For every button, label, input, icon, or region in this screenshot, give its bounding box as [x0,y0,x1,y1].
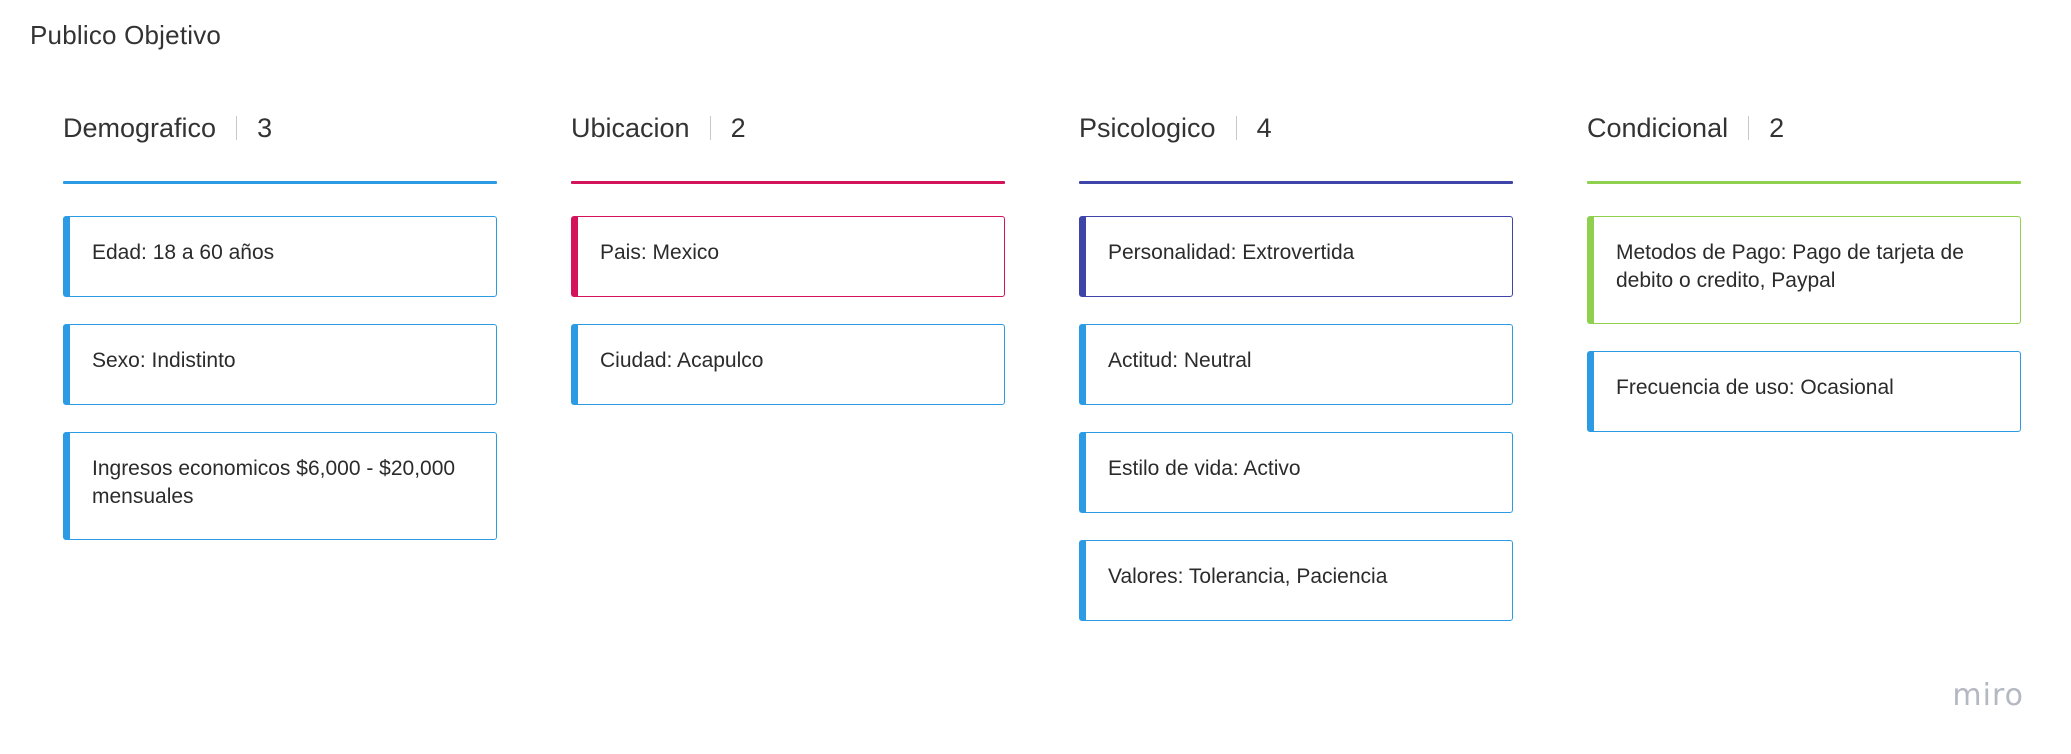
card-text: Estilo de vida: Activo [1108,457,1301,480]
card[interactable]: Actitud: Neutral [1079,324,1513,405]
card[interactable]: Sexo: Indistinto [63,324,497,405]
column-condicional[interactable]: Condicional 2 Metodos de Pago: Pago de t… [1587,110,2021,621]
card-list: Pais: Mexico Ciudad: Acapulco [571,216,1005,405]
card[interactable]: Ingresos economicos $6,000 - $20,000 men… [63,432,497,540]
column-header-divider [709,116,711,140]
card[interactable]: Metodos de Pago: Pago de tarjeta de debi… [1587,216,2021,324]
card-text: Edad: 18 a 60 años [92,241,275,264]
column-title: Demografico [63,112,217,143]
card-list: Personalidad: Extrovertida Actitud: Neut… [1079,216,1513,621]
column-color-bar [1079,181,1513,184]
column-header[interactable]: Condicional 2 [1587,110,2021,146]
column-title: Condicional [1587,112,1729,143]
miro-logo[interactable]: miro [1952,678,2024,713]
column-card-count: 3 [257,112,273,143]
column-card-count: 2 [1769,112,1785,143]
column-ubicacion[interactable]: Ubicacion 2 Pais: Mexico Ciudad: Acapulc… [571,110,1005,621]
column-psicologico[interactable]: Psicologico 4 Personalidad: Extrovertida… [1079,110,1513,621]
column-color-bar [1587,181,2021,184]
card-text: Valores: Tolerancia, Paciencia [1108,565,1388,588]
card-text: Metodos de Pago: Pago de tarjeta de debi… [1616,241,1964,292]
column-card-count: 2 [730,112,746,143]
column-header-divider [1235,116,1237,140]
column-color-bar [571,181,1005,184]
kanban-columns: Demografico 3 Edad: 18 a 60 años Sexo: I… [63,110,2021,621]
card[interactable]: Frecuencia de uso: Ocasional [1587,351,2021,432]
board-title[interactable]: Publico Objetivo [30,20,222,50]
card-text: Actitud: Neutral [1108,349,1252,372]
card-list: Metodos de Pago: Pago de tarjeta de debi… [1587,216,2021,432]
column-title: Psicologico [1079,112,1216,143]
card[interactable]: Pais: Mexico [571,216,1005,297]
card[interactable]: Personalidad: Extrovertida [1079,216,1513,297]
card-text: Ciudad: Acapulco [600,349,764,372]
card[interactable]: Estilo de vida: Activo [1079,432,1513,513]
card[interactable]: Ciudad: Acapulco [571,324,1005,405]
card-text: Pais: Mexico [600,241,720,264]
card[interactable]: Edad: 18 a 60 años [63,216,497,297]
card-text: Ingresos economicos $6,000 - $20,000 men… [92,457,456,508]
card-text: Frecuencia de uso: Ocasional [1616,376,1894,399]
column-header[interactable]: Psicologico 4 [1079,110,1513,146]
card[interactable]: Valores: Tolerancia, Paciencia [1079,540,1513,621]
card-list: Edad: 18 a 60 años Sexo: Indistinto Ingr… [63,216,497,540]
column-header[interactable]: Demografico 3 [63,110,497,146]
column-header-divider [1748,116,1750,140]
column-title: Ubicacion [571,112,690,143]
column-demografico[interactable]: Demografico 3 Edad: 18 a 60 años Sexo: I… [63,110,497,621]
column-header[interactable]: Ubicacion 2 [571,110,1005,146]
column-color-bar [63,181,497,184]
column-header-divider [236,116,238,140]
card-text: Sexo: Indistinto [92,349,236,372]
card-text: Personalidad: Extrovertida [1108,241,1355,264]
column-card-count: 4 [1256,112,1272,143]
